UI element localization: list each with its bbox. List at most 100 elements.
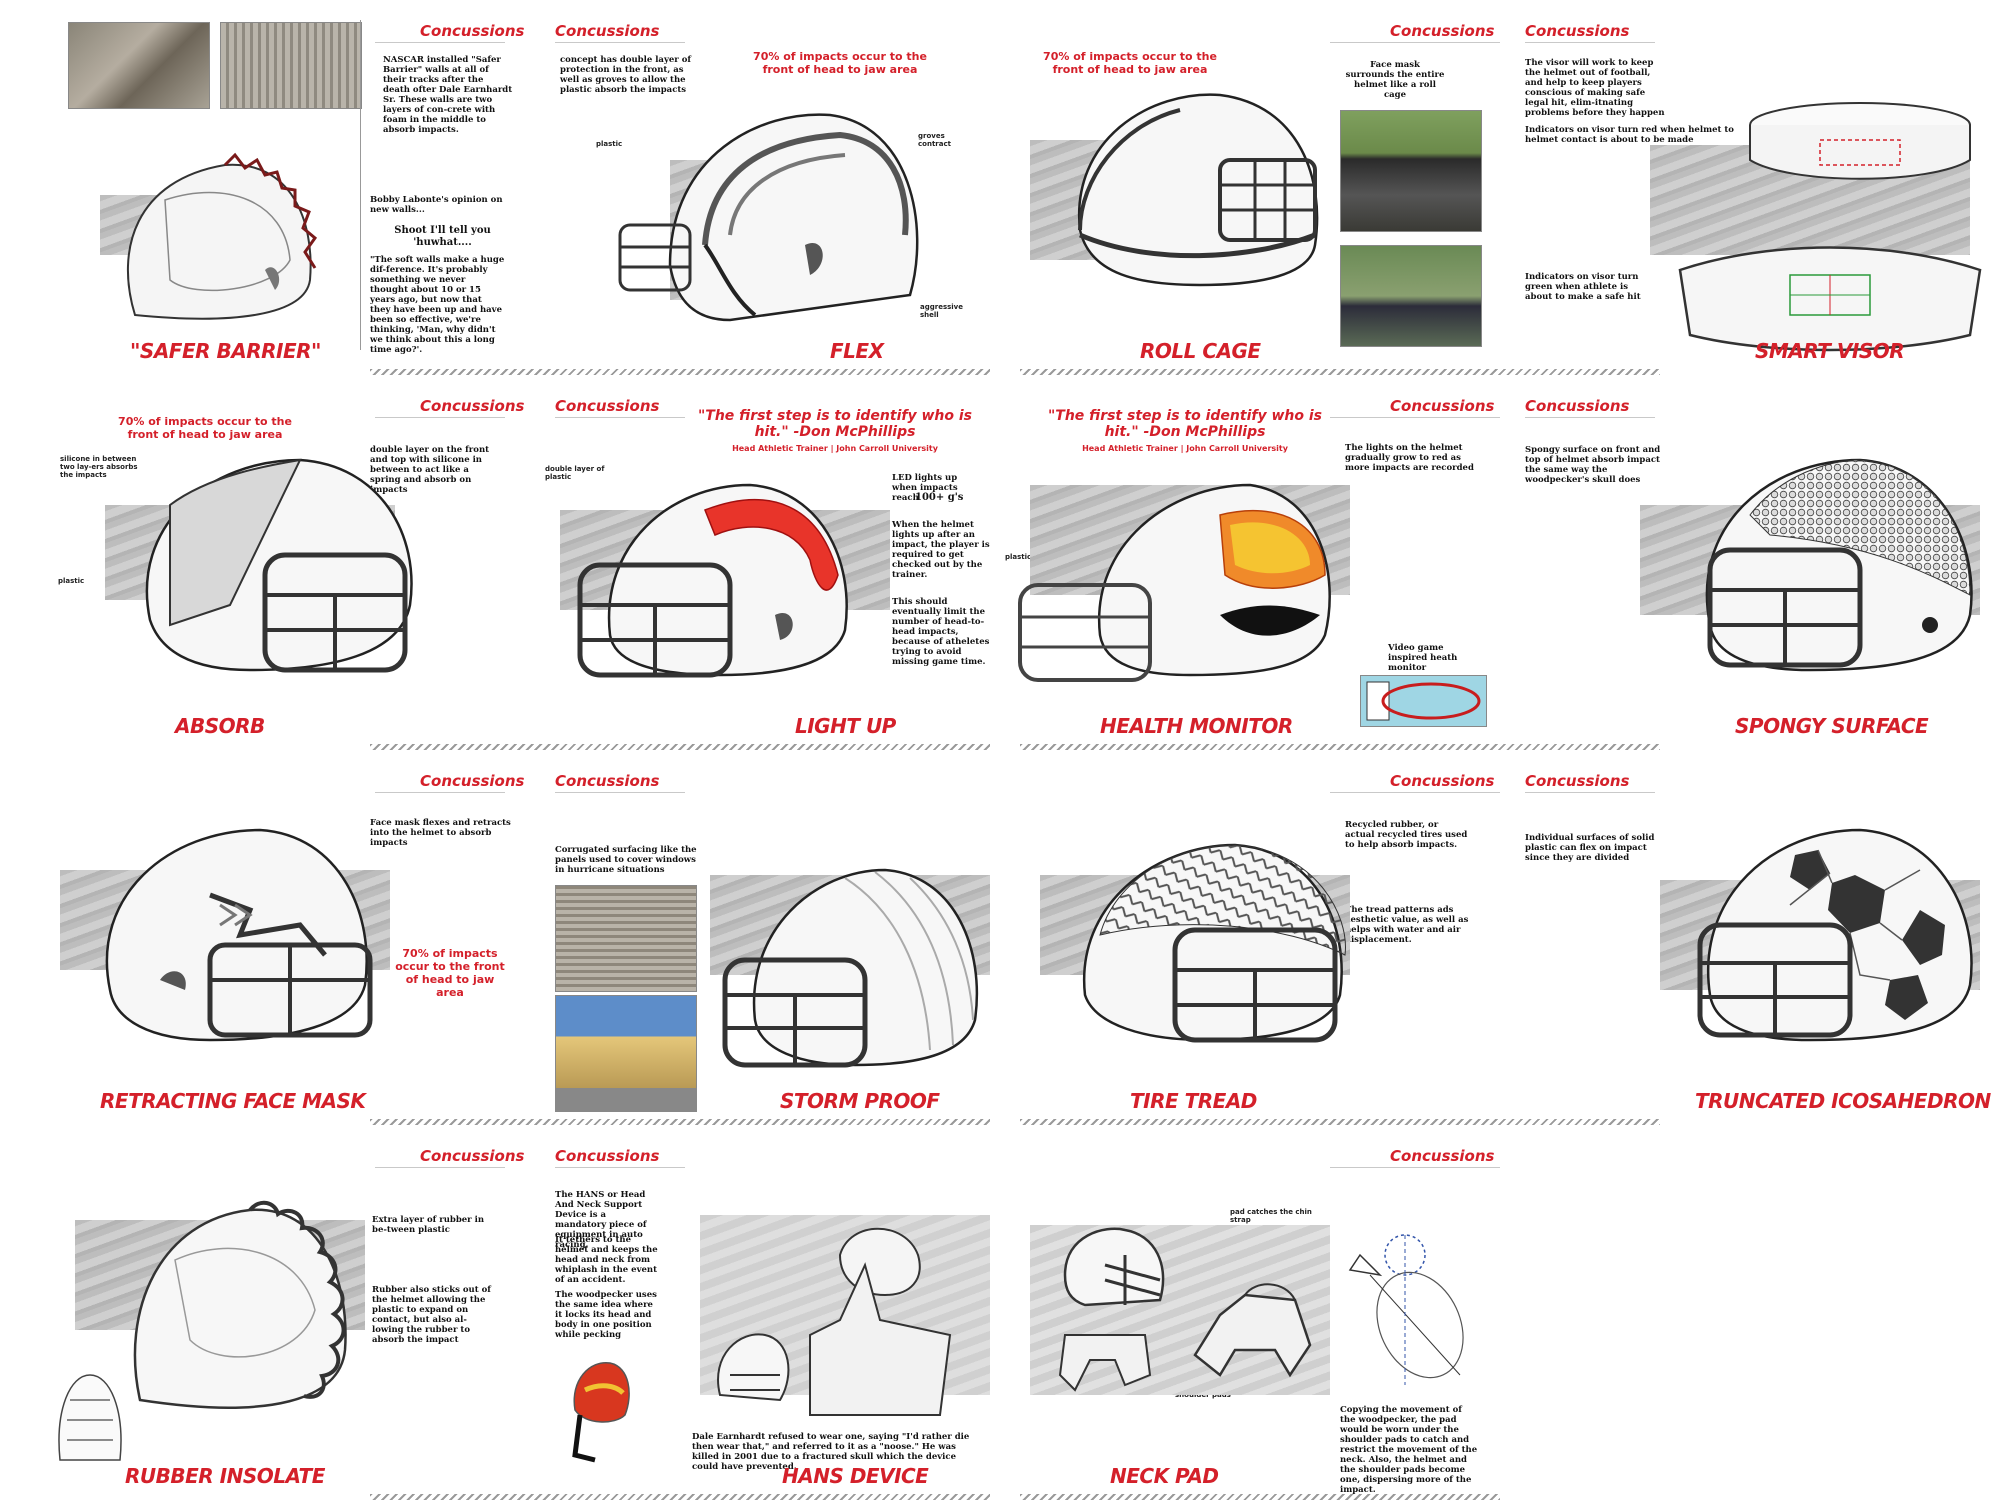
- header-concussions: Concussions: [555, 397, 660, 415]
- note-roll-cage: Face mask surrounds the entire helmet li…: [1345, 60, 1445, 100]
- note-retracts: Face mask flexes and retracts into the h…: [370, 818, 511, 848]
- note-double-layer: double layer on the front and top with s…: [370, 445, 490, 495]
- note-earnhardt: Dale Earnhardt refused to wear one, sayi…: [692, 1432, 970, 1472]
- panel-roll-cage-smart-visor: 70% of impacts occur to the front of hea…: [1000, 0, 2000, 375]
- photo-go-kart: [1340, 245, 1482, 347]
- label-groves-contract: groves contract: [918, 132, 951, 148]
- photo-health-bar: [1360, 675, 1487, 727]
- concept-title: SPONGY SURFACE: [1735, 714, 1929, 738]
- concept-title: ROLL CAGE: [1140, 339, 1261, 363]
- panel-rubber-hans: Concussions Extra layer of rubber in be-…: [0, 1125, 1000, 1500]
- note-visor-green: Indicators on visor turn green when athl…: [1525, 272, 1641, 302]
- note-100g: 100+ g's: [915, 492, 964, 503]
- note-checked-out: When the helmet lights up after an impac…: [892, 520, 990, 580]
- helmet-sketch-retracting: [105, 828, 373, 1042]
- woodpecker-diagram: [1348, 1234, 1464, 1385]
- helmet-sketch-icosahedron: [1697, 828, 1973, 1042]
- note-solid-plastic: Individual surfaces of solid plastic can…: [1525, 833, 1655, 863]
- header-concussions: Concussions: [420, 772, 525, 790]
- note-led: LED lights up when impacts reach: [892, 473, 958, 503]
- note-spongy: Spongy surface on front and top of helme…: [1525, 445, 1661, 485]
- panel-absorb-light-up: 70% of impacts occur to the front of hea…: [0, 375, 1000, 750]
- header-concussions: Concussions: [1525, 22, 1630, 40]
- concept-health-monitor: "The first step is to identify who is hi…: [1000, 375, 1500, 750]
- note-woodpecker: The woodpecker uses the same idea where …: [555, 1290, 657, 1340]
- concept-spongy-surface: Concussions Spongy surface on front and …: [1500, 375, 2000, 750]
- note-flex-concept: concept has double layer of protection i…: [560, 55, 692, 95]
- photo-storm-house: [555, 995, 697, 1112]
- helmet-sketch-health-monitor: [1018, 483, 1331, 682]
- panel-neck-pad: Concussions pad catches the chin strap p…: [1000, 1125, 2000, 1500]
- helmet-sketch-absorb: [145, 458, 413, 673]
- note-visor-red: Indicators on visor turn red when helmet…: [1525, 125, 1734, 145]
- concept-title: "SAFER BARRIER": [130, 339, 321, 363]
- note-rubber-sticks-out: Rubber also sticks out of the helmet all…: [372, 1285, 491, 1345]
- note-visor-purpose: The visor will work to keep the helmet o…: [1525, 58, 1665, 118]
- concept-hans-device: Concussions The HANS or Head And Neck Su…: [500, 1125, 1000, 1500]
- header-concussions: Concussions: [555, 1147, 660, 1165]
- label-double-layer: double layer of plastic: [545, 465, 605, 481]
- note-extra-rubber: Extra layer of rubber in be-tween plasti…: [372, 1215, 485, 1235]
- hans-sketch: [717, 1227, 952, 1416]
- label-aggressive-shell: aggressive shell: [920, 303, 963, 319]
- concept-flex: Concussions concept has double layer of …: [500, 0, 1000, 375]
- label-pad-chin-strap: pad catches the chin strap: [1230, 1208, 1312, 1224]
- stat-70-percent: 70% of impacts occur to the front of hea…: [395, 947, 505, 999]
- header-concussions: Concussions: [1390, 397, 1495, 415]
- concept-title: TIRE TREAD: [1130, 1089, 1257, 1113]
- note-video-game: Video game inspired heath monitor: [1388, 643, 1458, 673]
- concept-title: STORM PROOF: [780, 1089, 940, 1113]
- helmet-sketch-flex: [618, 113, 919, 322]
- quote-attribution: Head Athletic Trainer | John Carroll Uni…: [1082, 444, 1288, 453]
- quote-mcphillips: "The first step is to identify who is hi…: [698, 408, 972, 440]
- helmet-sketch-safer-barrier: [126, 152, 318, 320]
- photo-barrier-wall: [68, 22, 210, 109]
- header-concussions: Concussions: [1390, 772, 1495, 790]
- concept-rubber-insolate: Concussions Extra layer of rubber in be-…: [0, 1125, 524, 1500]
- stat-70-percent: 70% of impacts occur to the front of hea…: [753, 50, 927, 76]
- helmet-sketch-light-up: [577, 483, 848, 678]
- note-limit-impacts: This should eventually limit the number …: [892, 597, 990, 667]
- photo-hans-helmet: [572, 1362, 630, 1463]
- header-concussions: Concussions: [420, 22, 525, 40]
- panel-health-monitor-spongy: "The first step is to identify who is hi…: [1000, 375, 2000, 750]
- concept-title: RETRACTING FACE MASK: [100, 1089, 366, 1113]
- quote-mcphillips: "The first step is to identify who is hi…: [1048, 408, 1322, 440]
- note-corrugated: Corrugated surfacing like the panels use…: [555, 845, 697, 875]
- concept-title: RUBBER INSOLATE: [125, 1464, 325, 1488]
- concept-roll-cage: 70% of impacts occur to the front of hea…: [1000, 0, 1500, 375]
- note-labonte: Bobby Labonte's opinion on new walls...: [370, 195, 503, 215]
- label-plastic: plastic: [1005, 553, 1032, 561]
- concept-title: SMART VISOR: [1755, 339, 1905, 363]
- helmet-sketch-roll-cage: [1077, 93, 1319, 287]
- visor-sketch-green: [1678, 246, 1982, 352]
- note-lights-grow-red: The lights on the helmet gradually grow …: [1345, 443, 1474, 473]
- helmet-sketch-spongy: [1705, 458, 1973, 672]
- note-tread-patterns: The tread patterns ads aesthetic value, …: [1345, 905, 1469, 945]
- header-concussions: Concussions: [1525, 397, 1630, 415]
- concept-tire-tread: Concussions Recycled rubber, or actual r…: [1000, 750, 1500, 1125]
- note-recycled-rubber: Recycled rubber, or actual recycled tire…: [1345, 820, 1468, 850]
- stat-70-percent: 70% of impacts occur to the front of hea…: [118, 415, 292, 441]
- concept-title: LIGHT UP: [795, 714, 896, 738]
- photo-truck-bumper: [1340, 110, 1482, 232]
- header-concussions: Concussions: [555, 772, 660, 790]
- panel-safer-barrier-flex: Concussions NASCAR installed "Safer Barr…: [0, 0, 1000, 375]
- header-concussions: Concussions: [420, 397, 525, 415]
- concept-smart-visor: Concussions The visor will work to keep …: [1500, 0, 2000, 375]
- note-soft-walls-quote: "The soft walls make a huge dif-ference.…: [370, 255, 505, 355]
- label-silicone: silicone in between two lay-ers absorbs …: [60, 455, 138, 479]
- concept-storm-proof: Concussions Corrugated surfacing like th…: [500, 750, 1000, 1125]
- visor-sketch-red: [1749, 102, 1971, 180]
- note-copying-woodpecker: Copying the movement of the woodpecker, …: [1340, 1405, 1478, 1495]
- neck-pad-sketch: [1058, 1227, 1312, 1392]
- concept-neck-pad: Concussions pad catches the chin strap p…: [1000, 1125, 1500, 1500]
- concept-title: HANS DEVICE: [782, 1464, 929, 1488]
- concept-title: TRUNCATED ICOSAHEDRON: [1695, 1089, 1991, 1113]
- note-hans-mandatory: The HANS or Head And Neck Support Device…: [555, 1190, 647, 1250]
- header-concussions: Concussions: [1390, 22, 1495, 40]
- header-concussions: Concussions: [1525, 772, 1630, 790]
- stat-70-percent: 70% of impacts occur to the front of hea…: [1043, 50, 1217, 76]
- note-hans-tethers: It tethers to the helmet and keeps the h…: [555, 1235, 658, 1285]
- concept-truncated-icosahedron: Concussions Individual surfaces of solid…: [1500, 750, 2000, 1125]
